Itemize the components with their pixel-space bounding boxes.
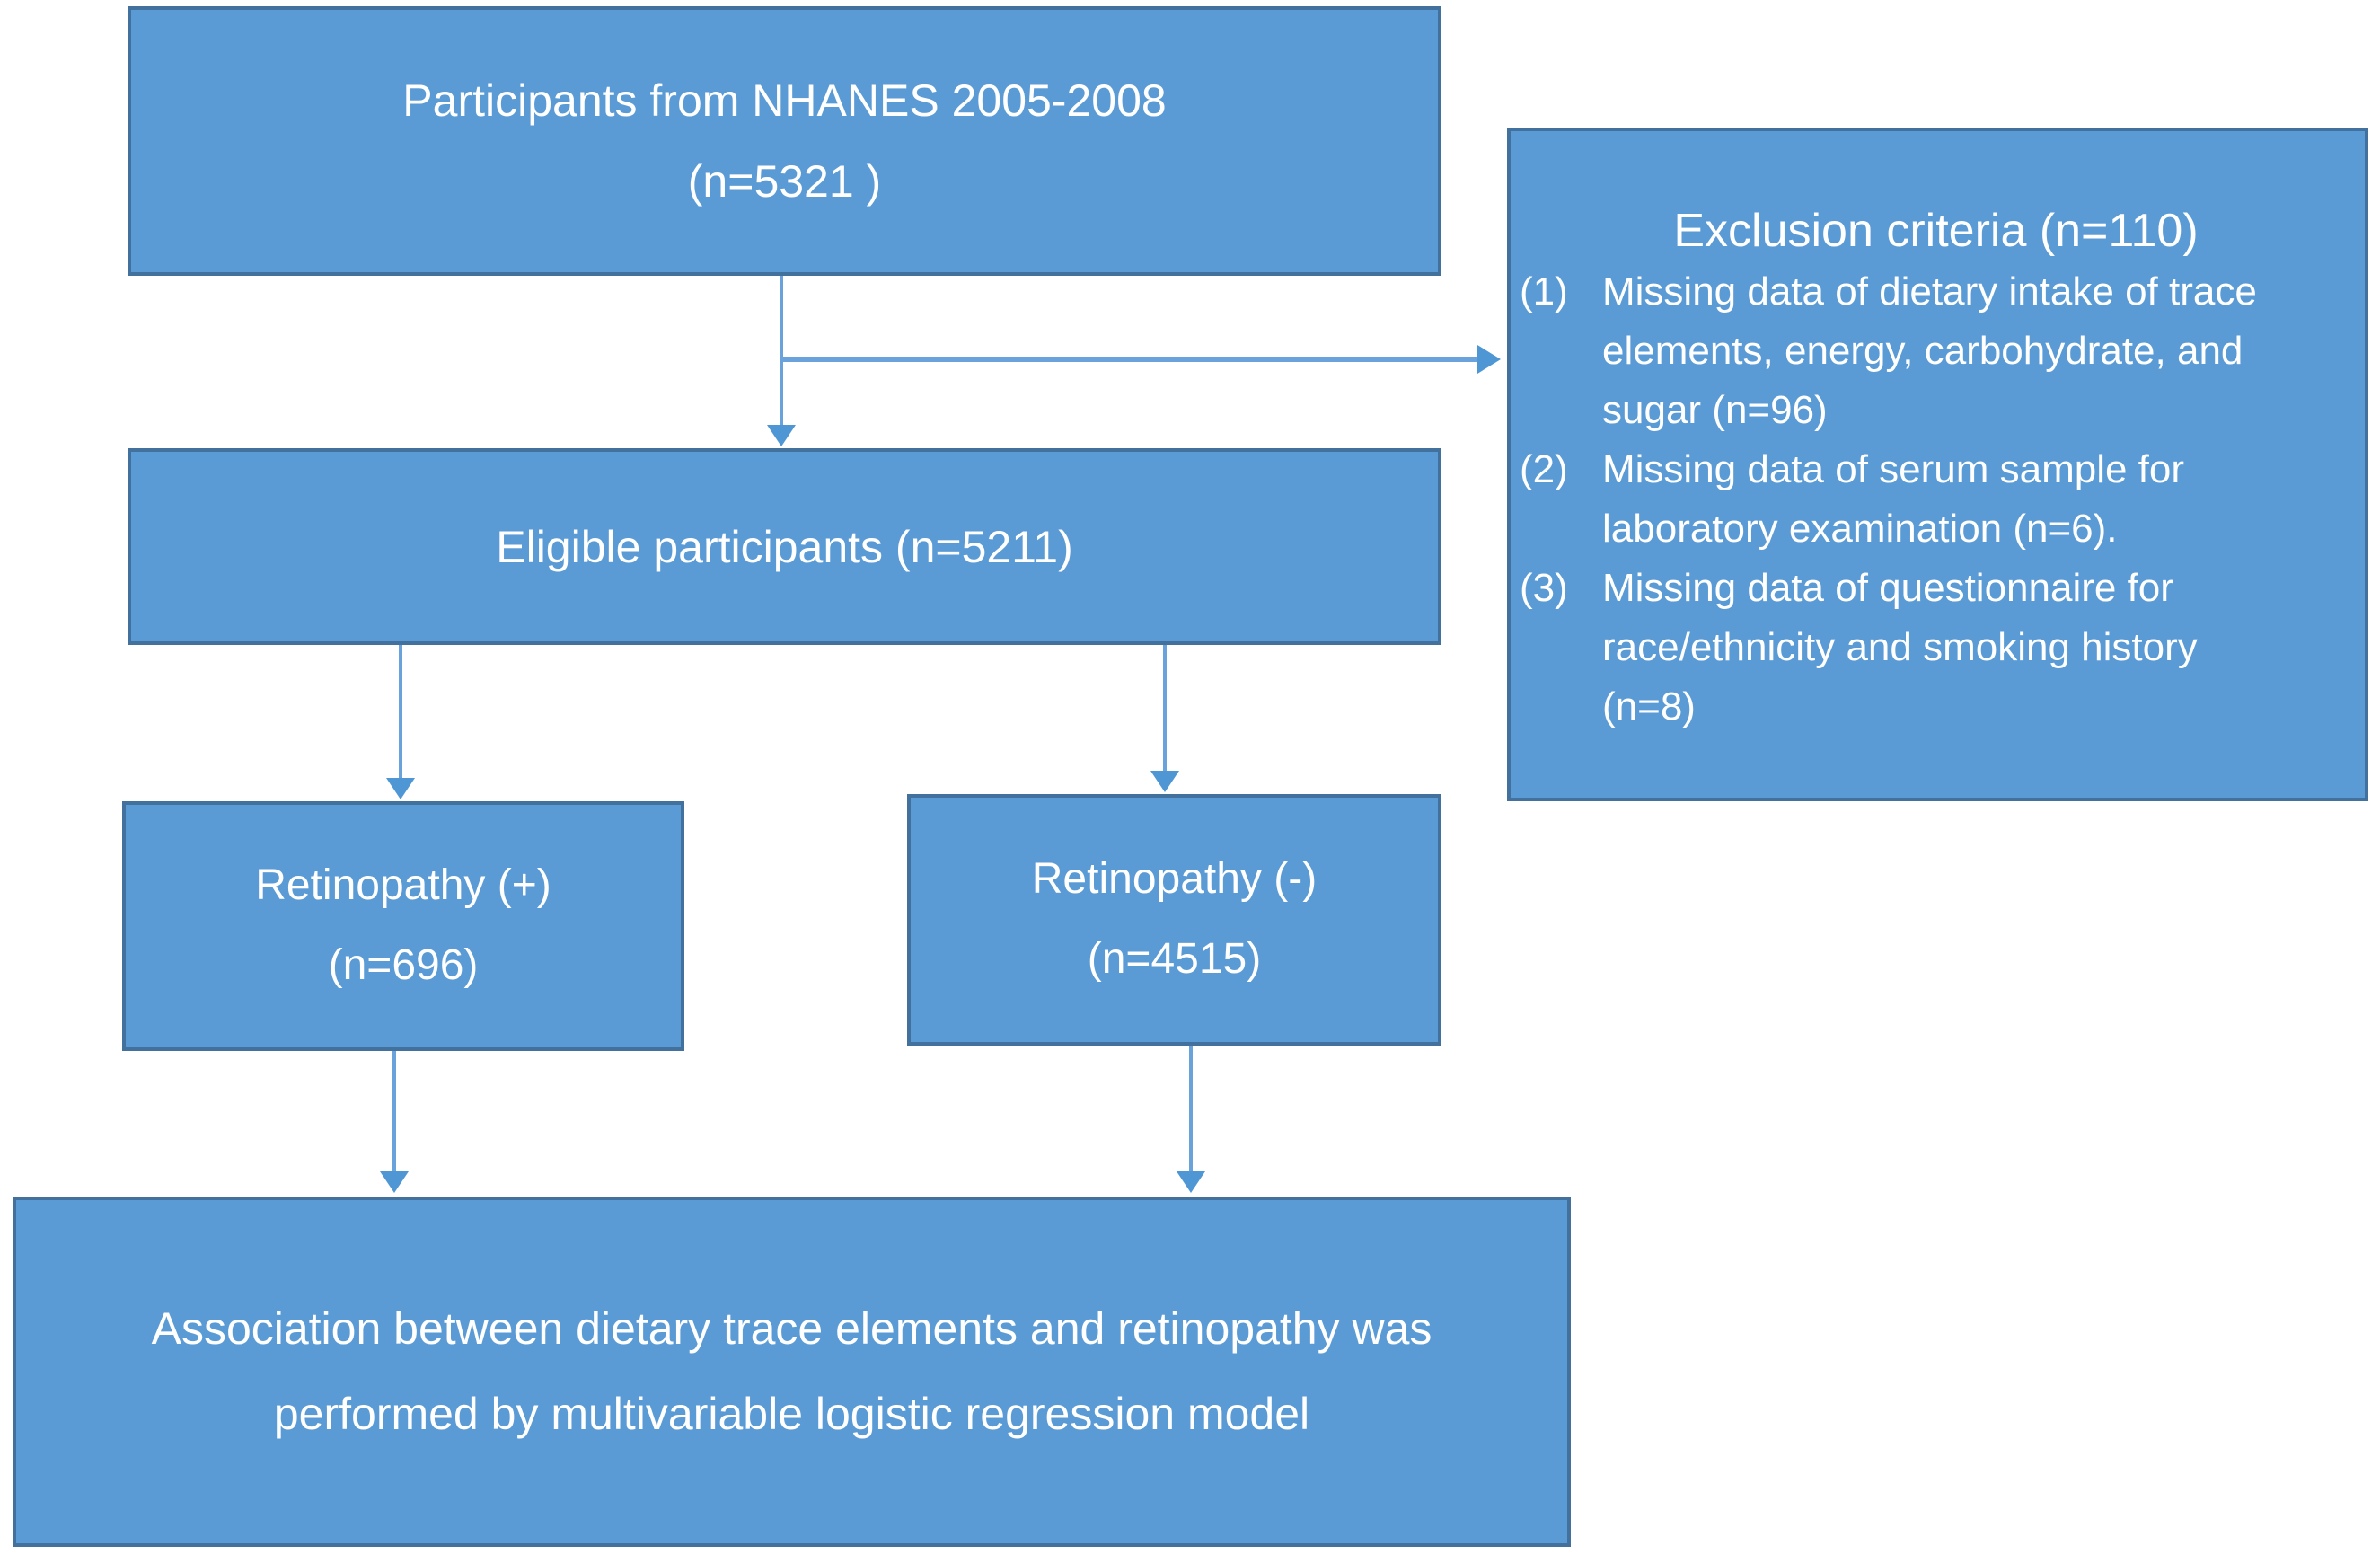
retinopathy-negative-box: Retinopathy (-) (n=4515) — [907, 794, 1441, 1046]
retinopathy-negative-line-1: Retinopathy (-) — [1031, 855, 1318, 904]
eligible-line-1: Eligible participants (n=5211) — [496, 521, 1073, 572]
analysis-box: Association between dietary trace elemen… — [13, 1197, 1571, 1547]
exclusion-item-3-number: (3) — [1520, 565, 1568, 610]
connector-eligible-to-retinopathy-positive-line — [399, 645, 402, 778]
connector-retinopathy-negative-to-analysis-line — [1189, 1046, 1193, 1171]
connector-retinopathy-positive-to-analysis-arrowhead — [380, 1171, 409, 1193]
exclusion-item-2-text: Missing data of serum sample for laborat… — [1602, 446, 2185, 551]
connector-eligible-to-retinopathy-negative-arrowhead — [1150, 771, 1179, 792]
analysis-line-2: performed by multivariable logistic regr… — [273, 1389, 1310, 1439]
participants-line-2: (n=5321 ) — [687, 156, 882, 207]
eligible-box: Eligible participants (n=5211) — [128, 448, 1441, 645]
exclusion-title: Exclusion criteria (n=110) — [1673, 205, 2199, 257]
retinopathy-positive-line-2: (n=696) — [328, 941, 479, 989]
exclusion-item-3: (3) Missing data of questionnaire for ra… — [1520, 559, 2352, 737]
connector-eligible-to-retinopathy-positive-arrowhead — [386, 778, 415, 799]
exclusion-box: Exclusion criteria (n=110) (1) Missing d… — [1507, 128, 2368, 801]
participants-box: Participants from NHANES 2005-2008 (n=53… — [128, 6, 1441, 276]
connector-retinopathy-negative-to-analysis-arrowhead — [1177, 1171, 1205, 1193]
exclusion-item-3-text: Missing data of questionnaire for race/e… — [1602, 565, 2198, 729]
retinopathy-positive-line-1: Retinopathy (+) — [255, 861, 551, 910]
exclusion-item-2: (2) Missing data of serum sample for lab… — [1520, 440, 2352, 559]
connector-retinopathy-positive-to-analysis-line — [392, 1051, 396, 1171]
participants-line-1: Participants from NHANES 2005-2008 — [402, 75, 1167, 126]
retinopathy-positive-box: Retinopathy (+) (n=696) — [122, 801, 684, 1051]
retinopathy-negative-line-2: (n=4515) — [1087, 935, 1262, 983]
exclusion-item-1: (1) Missing data of dietary intake of tr… — [1520, 262, 2352, 440]
connector-participants-to-eligible-line — [780, 276, 783, 427]
exclusion-item-1-number: (1) — [1520, 269, 1568, 313]
connector-participants-to-eligible-arrowhead — [767, 425, 796, 446]
connector-eligible-to-retinopathy-negative-line — [1163, 645, 1167, 771]
exclusion-item-1-text: Missing data of dietary intake of trace … — [1602, 269, 2257, 432]
analysis-line-1: Association between dietary trace elemen… — [151, 1303, 1432, 1354]
exclusion-item-2-number: (2) — [1520, 446, 1568, 491]
connector-branch-to-exclusion-line — [781, 357, 1477, 362]
connector-branch-to-exclusion-arrowhead — [1477, 345, 1501, 374]
